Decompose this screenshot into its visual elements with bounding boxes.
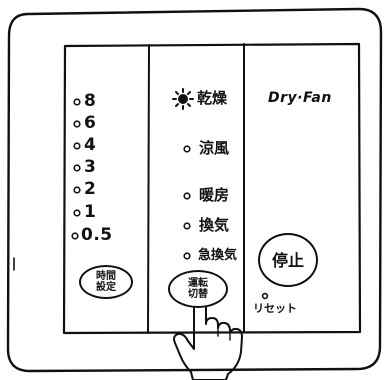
sun-icon: [172, 88, 194, 110]
timer-lamp: [73, 120, 81, 128]
mode-label-dry: 乾燥: [197, 89, 228, 107]
timer-setting-button[interactable]: 時間 設定: [79, 265, 133, 299]
mode-label-ventilate: 換気: [199, 216, 230, 234]
mode-lamp: [183, 252, 191, 260]
timer-option-2: 2: [84, 179, 97, 199]
mode-lamp: [183, 192, 191, 200]
stop-button-label: 停止: [271, 250, 304, 270]
timer-lamp: [73, 142, 81, 150]
mode-lamp: [183, 145, 191, 153]
column-divider-left: [147, 44, 150, 334]
run-switch-label-line2: 切替: [188, 289, 208, 300]
timer-lamp: [71, 232, 79, 240]
timer-lamp: [73, 209, 81, 217]
brand-logo: Dry·Fan: [268, 90, 332, 106]
timer-setting-label-line2: 設定: [96, 282, 116, 293]
timer-lamps: [71, 98, 81, 240]
timer-option-1: 1: [84, 202, 97, 222]
stop-button[interactable]: 停止: [258, 233, 318, 287]
run-switch-label-line1: 運転: [188, 278, 208, 289]
inner-frame: [62, 42, 362, 335]
timer-lamp: [73, 186, 81, 194]
mode-label-rapid-vent: 急換気: [198, 248, 238, 263]
timer-lamp: [73, 98, 81, 106]
panel-outline: [6, 7, 383, 373]
mode-lamp: [183, 222, 191, 230]
mode-label-cool-air: 涼風: [199, 139, 230, 157]
timer-option-3: 3: [84, 157, 97, 177]
mode-label-heating: 暖房: [199, 186, 230, 204]
timer-lamp: [73, 164, 81, 172]
timer-option-0-5: 0.5: [81, 225, 113, 245]
reset-label: リセット: [253, 302, 297, 315]
timer-option-8: 8: [84, 91, 97, 111]
timer-option-6: 6: [84, 113, 97, 133]
reset-pinhole[interactable]: [261, 292, 269, 300]
run-switch-button[interactable]: 運転 切替: [168, 270, 228, 308]
timer-setting-label-line1: 時間: [96, 271, 116, 282]
mode-lamps: [172, 88, 194, 260]
timer-option-4: 4: [84, 135, 97, 155]
